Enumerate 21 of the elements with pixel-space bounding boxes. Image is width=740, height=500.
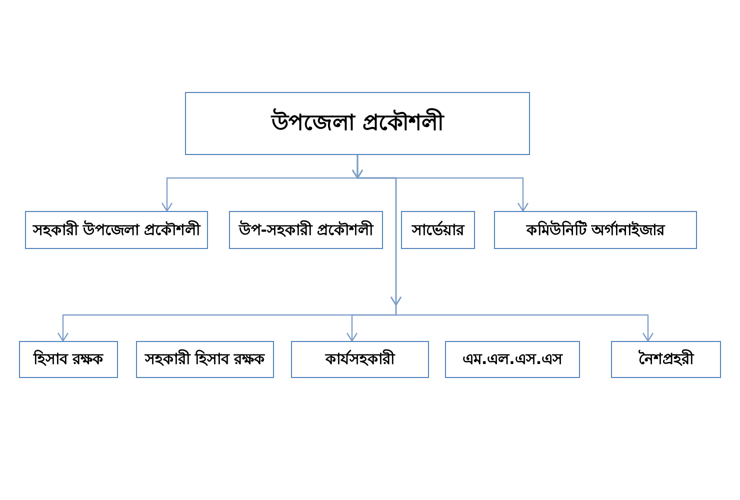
role-title: সহকারী হিসাব রক্ষক — [144, 348, 266, 370]
role-box — [445, 341, 580, 378]
role-title: কমিউনিটি অর্গানাইজার — [526, 219, 665, 240]
role-box — [25, 211, 208, 249]
role-title: উপ-সহকারী প্রকৌশলী — [238, 219, 374, 240]
role-box — [291, 341, 429, 378]
role-box — [136, 341, 274, 378]
role-box — [229, 211, 383, 249]
role-title: নৈশপ্রহরী — [638, 348, 694, 370]
role-box — [401, 211, 475, 249]
role-title: কার্যসহকারী — [326, 348, 394, 370]
role-title: এম.এল.এস.এস — [462, 349, 563, 370]
role-title: সহকারী উপজেলা প্রকৌশলী — [32, 219, 200, 240]
role-box — [494, 211, 697, 249]
role-box — [611, 341, 721, 378]
role-title: হিসাব রক্ষক — [33, 348, 104, 370]
role-box — [19, 341, 118, 378]
role-box — [185, 92, 530, 155]
connector-arrow — [352, 154, 654, 342]
role-title: উপজেলা প্রকৌশলী — [272, 105, 444, 142]
role-title: সার্ভেয়ার — [412, 220, 464, 240]
